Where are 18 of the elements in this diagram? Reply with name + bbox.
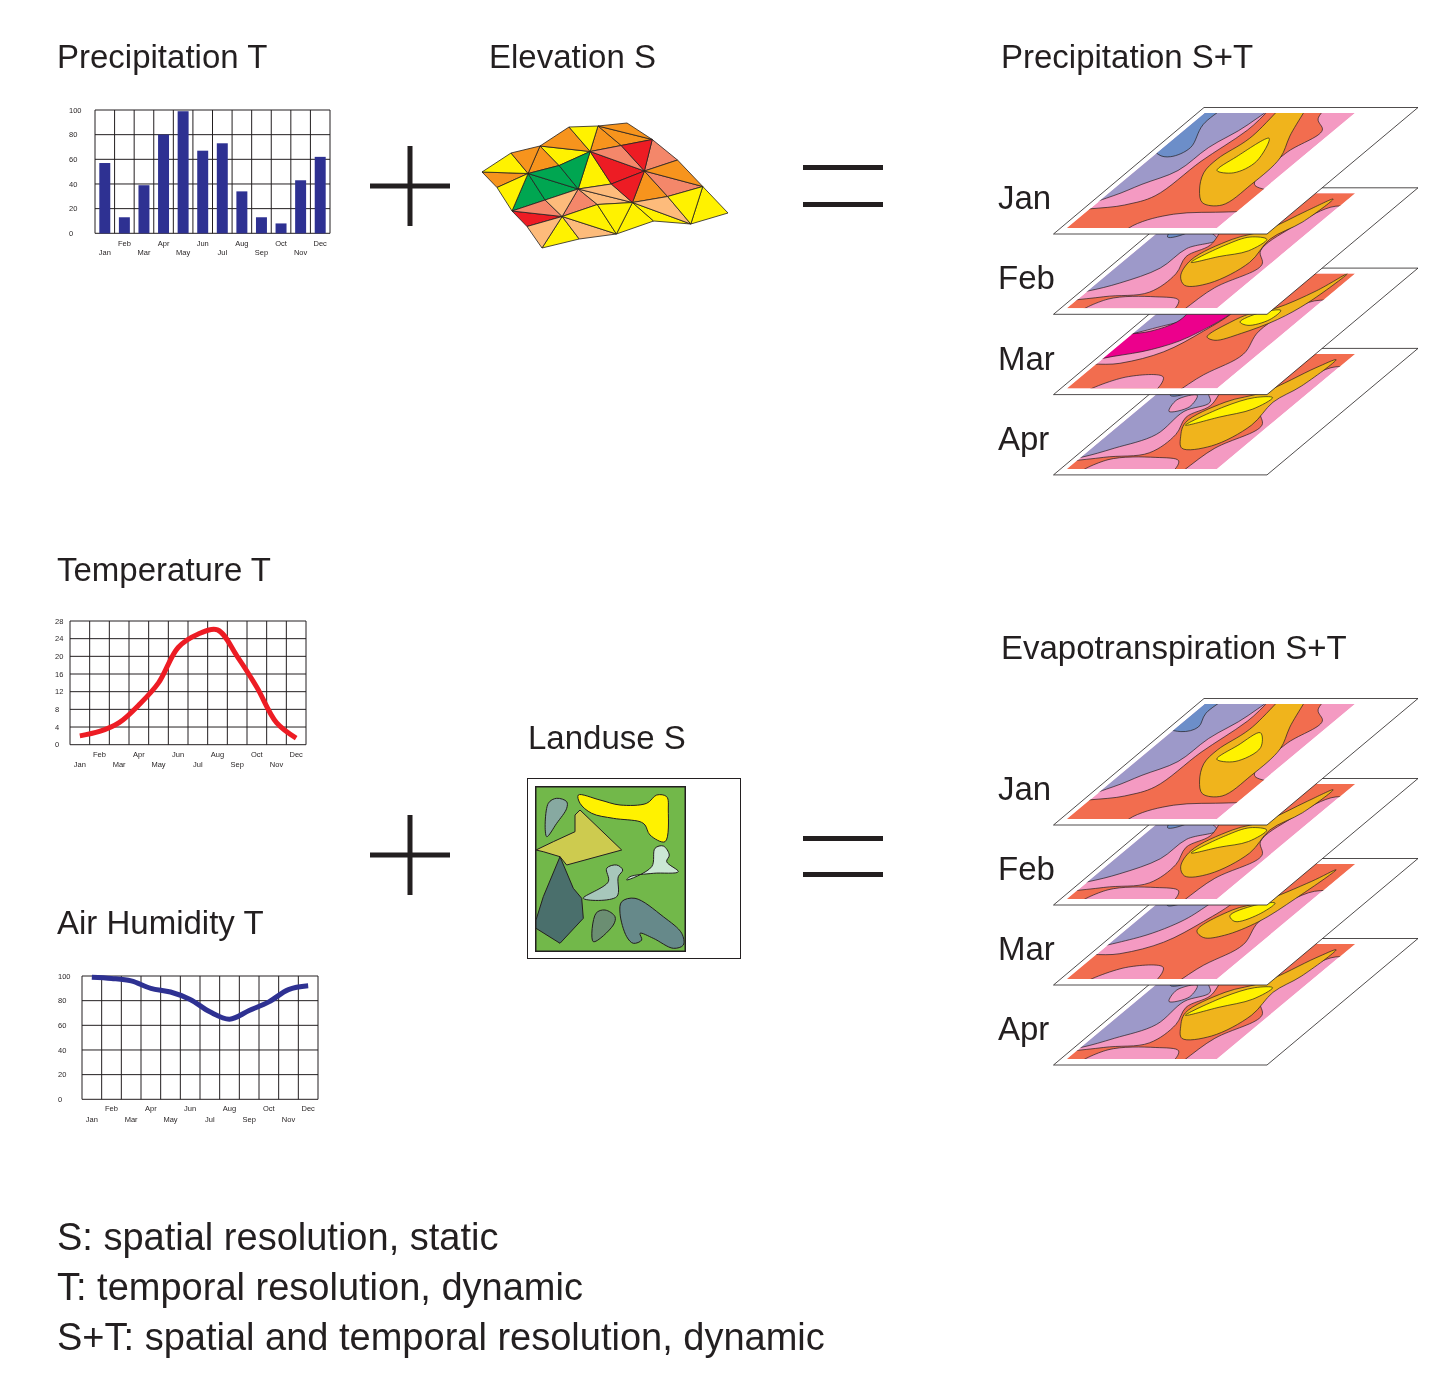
- key-note: S: spatial resolution, static: [57, 1215, 499, 1260]
- month-label: Jan: [998, 178, 1052, 217]
- month-label: Mar: [998, 339, 1055, 378]
- month-label: Mar: [998, 929, 1055, 968]
- chart-title: Precipitation T: [57, 38, 268, 77]
- month-label: Apr: [998, 419, 1050, 458]
- chart-title: Temperature T: [57, 551, 271, 590]
- panel-title: Landuse S: [528, 719, 686, 758]
- key-note: T: temporal resolution, dynamic: [57, 1265, 583, 1310]
- panel-title: Evapotranspiration S+T: [1001, 629, 1347, 668]
- chart-title: Air Humidity T: [57, 904, 264, 943]
- month-label: Jan: [998, 769, 1052, 808]
- panel-title: Elevation S: [489, 38, 656, 77]
- panel-title: Precipitation S+T: [1001, 38, 1254, 77]
- key-note: S+T: spatial and temporal resolution, dynamic: [57, 1315, 825, 1360]
- month-label: Feb: [998, 849, 1055, 888]
- month-label: Apr: [998, 1009, 1050, 1048]
- month-label: Feb: [998, 259, 1055, 298]
